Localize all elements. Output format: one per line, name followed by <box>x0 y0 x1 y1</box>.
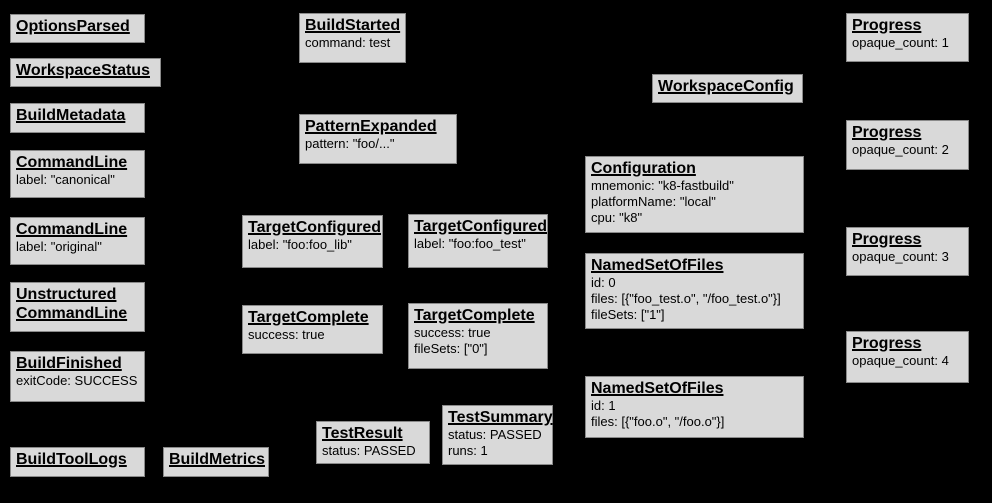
event-box-named-set-of-files-1: NamedSetOfFiles id: 1 files: [{"foo.o", … <box>585 376 804 438</box>
event-box-target-configured-foo-test: TargetConfigured label: "foo:foo_test" <box>408 214 548 268</box>
event-title: Unstructured CommandLine <box>16 286 128 322</box>
event-box-progress-4: Progress opaque_count: 4 <box>846 331 969 383</box>
event-box-configuration: Configuration mnemonic: "k8-fastbuild" p… <box>585 156 804 233</box>
event-title: NamedSetOfFiles <box>591 257 724 274</box>
event-box-command-line-original: CommandLine label: "original" <box>10 217 145 265</box>
event-box-progress-2: Progress opaque_count: 2 <box>846 120 969 170</box>
event-field: cpu: "k8" <box>591 210 643 225</box>
event-title: Progress <box>852 17 922 34</box>
event-box-progress-1: Progress opaque_count: 1 <box>846 13 969 62</box>
event-field: opaque_count: 1 <box>852 35 949 50</box>
event-box-unstructured-command-line: Unstructured CommandLine <box>10 282 145 332</box>
event-title: OptionsParsed <box>16 18 130 35</box>
event-field: status: PASSED <box>448 427 542 442</box>
event-field: success: true <box>248 327 325 342</box>
event-box-target-configured-foo-lib: TargetConfigured label: "foo:foo_lib" <box>242 215 383 268</box>
event-title: Progress <box>852 124 922 141</box>
event-field: status: PASSED <box>322 443 416 458</box>
event-title: CommandLine <box>16 221 128 238</box>
event-field: runs: 1 <box>448 443 488 458</box>
event-title: WorkspaceStatus <box>16 62 150 79</box>
event-field: exitCode: SUCCESS <box>16 373 138 388</box>
event-title: TargetComplete <box>414 307 535 324</box>
event-title: TargetConfigured <box>248 219 382 236</box>
event-field: platformName: "local" <box>591 194 716 209</box>
event-box-options-parsed: OptionsParsed <box>10 14 145 43</box>
event-box-test-summary: TestSummary status: PASSED runs: 1 <box>442 405 553 465</box>
event-box-test-result: TestResult status: PASSED <box>316 421 430 464</box>
event-field: opaque_count: 2 <box>852 142 949 157</box>
event-box-build-metadata: BuildMetadata <box>10 103 145 133</box>
event-field: files: [{"foo_test.o", "/foo_test.o"}] <box>591 291 781 306</box>
event-field: files: [{"foo.o", "/foo.o"}] <box>591 414 725 429</box>
event-field: opaque_count: 4 <box>852 353 949 368</box>
event-title: BuildMetrics <box>169 451 266 468</box>
event-title: Progress <box>852 335 922 352</box>
event-title: Progress <box>852 231 922 248</box>
event-field: mnemonic: "k8-fastbuild" <box>591 178 734 193</box>
event-title: Configuration <box>591 160 696 177</box>
event-field: fileSets: ["1"] <box>591 307 665 322</box>
event-title: TargetConfigured <box>414 218 548 235</box>
event-field: command: test <box>305 35 391 50</box>
event-title: TestResult <box>322 425 403 442</box>
event-title: BuildFinished <box>16 355 122 372</box>
event-title: BuildStarted <box>305 17 401 34</box>
event-title: PatternExpanded <box>305 118 437 135</box>
event-field: success: true <box>414 325 491 340</box>
event-title: CommandLine <box>16 154 128 171</box>
event-field: label: "foo:foo_test" <box>414 236 526 251</box>
event-field: id: 0 <box>591 275 616 290</box>
event-box-command-line-canonical: CommandLine label: "canonical" <box>10 150 145 198</box>
event-title: TestSummary <box>448 409 553 426</box>
event-title: BuildToolLogs <box>16 451 127 468</box>
event-box-workspace-config: WorkspaceConfig <box>652 74 803 103</box>
event-box-named-set-of-files-0: NamedSetOfFiles id: 0 files: [{"foo_test… <box>585 253 804 329</box>
event-title: BuildMetadata <box>16 107 126 124</box>
event-field: pattern: "foo/..." <box>305 136 395 151</box>
event-field: id: 1 <box>591 398 616 413</box>
event-field: fileSets: ["0"] <box>414 341 488 356</box>
event-title: NamedSetOfFiles <box>591 380 724 397</box>
event-box-build-finished: BuildFinished exitCode: SUCCESS <box>10 351 145 402</box>
event-box-target-complete-foo-test: TargetComplete success: true fileSets: [… <box>408 303 548 369</box>
event-box-build-metrics: BuildMetrics <box>163 447 269 477</box>
event-title: WorkspaceConfig <box>658 78 794 95</box>
event-field: opaque_count: 3 <box>852 249 949 264</box>
event-field: label: "foo:foo_lib" <box>248 237 352 252</box>
event-box-pattern-expanded: PatternExpanded pattern: "foo/..." <box>299 114 457 164</box>
event-field: label: "original" <box>16 239 102 254</box>
event-box-progress-3: Progress opaque_count: 3 <box>846 227 969 276</box>
event-box-workspace-status: WorkspaceStatus <box>10 58 161 87</box>
event-box-build-started: BuildStarted command: test <box>299 13 406 63</box>
event-field: label: "canonical" <box>16 172 115 187</box>
event-box-build-tool-logs: BuildToolLogs <box>10 447 145 477</box>
event-box-target-complete-foo-lib: TargetComplete success: true <box>242 305 383 354</box>
event-title: TargetComplete <box>248 309 369 326</box>
